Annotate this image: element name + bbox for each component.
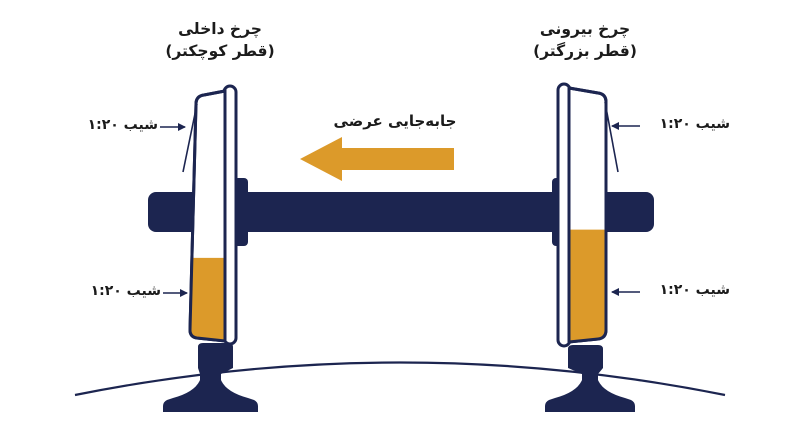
inner-wheel-title: چرخ داخلی bbox=[178, 20, 262, 38]
track-curve bbox=[74, 361, 726, 397]
inner-wheel-wear-fill bbox=[190, 257, 225, 341]
outer-wheel-label: چرخ بیرونی (قطر بزرگتر) bbox=[515, 18, 655, 62]
inner-wheel-label: چرخ داخلی (قطر کوچکتر) bbox=[150, 18, 290, 62]
inner-wheel-subtitle: (قطر کوچکتر) bbox=[165, 42, 275, 60]
inner-wheel-taper-line bbox=[182, 103, 198, 173]
axle bbox=[148, 192, 654, 232]
inner-wheel bbox=[182, 84, 238, 346]
right-rail bbox=[545, 345, 635, 412]
slope-right-top-label: شیب ۱:۲۰ bbox=[659, 116, 730, 132]
outer-wheel-subtitle: (قطر بزرگتر) bbox=[533, 42, 637, 60]
outer-wheel-outline bbox=[567, 86, 608, 344]
slope-right-bottom-label: شیب ۱:۲۰ bbox=[659, 282, 730, 298]
lateral-displacement-arrow bbox=[300, 137, 454, 181]
slope-left-top-label: شیب ۱:۲۰ bbox=[87, 117, 158, 133]
left-rail bbox=[163, 343, 258, 412]
lateral-displacement-label: جابه‌جایی عرضی bbox=[333, 112, 457, 130]
outer-wheel-title: چرخ بیرونی bbox=[539, 20, 631, 38]
outer-wheel bbox=[556, 82, 619, 348]
outer-wheel-taper-line bbox=[604, 101, 619, 173]
slope-left-bottom-label: شیب ۱:۲۰ bbox=[90, 283, 161, 299]
inner-wheel-outline bbox=[188, 89, 227, 343]
outer-wheel-wear-fill bbox=[569, 229, 606, 342]
